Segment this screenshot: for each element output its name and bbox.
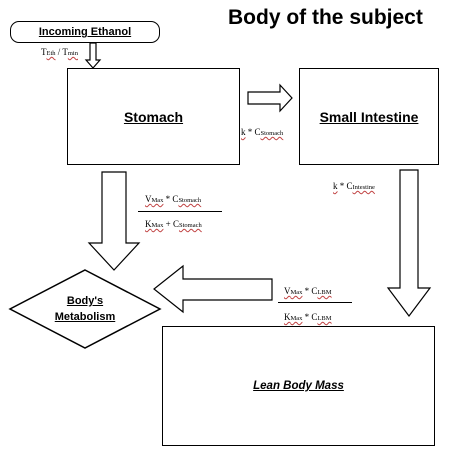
- incoming-ethanol-label: Incoming Ethanol: [38, 26, 132, 38]
- metabolism-label-line1: Body's: [66, 295, 104, 307]
- t-eth-subscript: Eth: [46, 50, 56, 57]
- c-symbol: C: [172, 194, 179, 204]
- stomach-label: Stomach: [123, 108, 184, 125]
- lbm-metabolism-denominator: KMax * CLBM: [284, 312, 332, 322]
- intestine-transfer-rate: k * CIntestine: [333, 181, 375, 191]
- small-intestine-label: Small Intestine: [319, 108, 419, 125]
- v-symbol: V: [284, 286, 291, 296]
- k-coef: k: [333, 181, 338, 191]
- op: *: [337, 181, 347, 191]
- t-min-symbol: T: [62, 47, 68, 57]
- incoming-arrow: [84, 42, 102, 69]
- page-title: Body of the subject: [228, 6, 423, 29]
- stomach-to-metabolism-arrow: [87, 171, 141, 271]
- c-symbol: C: [346, 181, 353, 191]
- metabolism-label: Body's Metabolism: [40, 293, 130, 325]
- metabolism-diamond: [8, 269, 162, 349]
- c-subscript: LBM: [317, 315, 332, 322]
- lbm-metabolism-fraction-bar: [278, 302, 352, 303]
- t-min-subscript: min: [67, 50, 78, 57]
- c-symbol: C: [311, 286, 318, 296]
- ethanol-time-ratio: TEth / Tmin: [41, 47, 78, 57]
- c-subscript: Stomach: [178, 197, 202, 204]
- v-subscript: Max: [151, 197, 164, 204]
- c-subscript: Intestine: [352, 184, 375, 191]
- stomach-metabolism-denominator: KMax + CStomach: [145, 219, 202, 229]
- incoming-ethanol-box: Incoming Ethanol: [10, 21, 160, 43]
- lbm-metabolism-numerator: VMax * CLBM: [284, 286, 332, 296]
- ratio-separator: /: [55, 47, 63, 57]
- small-intestine-box: Small Intestine: [299, 68, 439, 165]
- c-subscript: Stomach: [179, 222, 202, 229]
- c-symbol: C: [173, 219, 180, 229]
- c-symbol: C: [311, 312, 318, 322]
- c-symbol: C: [254, 127, 261, 137]
- c-subscript: LBM: [317, 289, 332, 296]
- stomach-transfer-rate: k * CStomach: [241, 127, 283, 137]
- stomach-metabolism-numerator: VMax * CStomach: [145, 194, 201, 204]
- op: *: [302, 286, 312, 296]
- metabolism-label-line2: Metabolism: [54, 311, 116, 323]
- v-subscript: Max: [290, 289, 303, 296]
- k-subscript: Max: [151, 222, 164, 229]
- op: *: [245, 127, 255, 137]
- lean-body-mass-label: Lean Body Mass: [253, 380, 344, 392]
- k-coef: k: [241, 127, 246, 137]
- t-eth-symbol: T: [41, 47, 47, 57]
- op: *: [302, 312, 312, 322]
- k-symbol: K: [145, 219, 152, 229]
- lean-body-mass-box: Lean Body Mass: [162, 326, 435, 446]
- stomach-to-intestine-arrow: [247, 83, 293, 113]
- stomach-metabolism-fraction-bar: [138, 211, 222, 212]
- k-symbol: K: [284, 312, 291, 322]
- intestine-to-lbm-arrow: [386, 169, 432, 317]
- op: *: [163, 194, 173, 204]
- op: +: [163, 219, 173, 229]
- lbm-to-metabolism-arrow: [153, 264, 273, 314]
- k-subscript: Max: [290, 315, 303, 322]
- v-symbol: V: [145, 194, 152, 204]
- stomach-box: Stomach: [67, 68, 240, 165]
- c-subscript: Stomach: [260, 130, 284, 137]
